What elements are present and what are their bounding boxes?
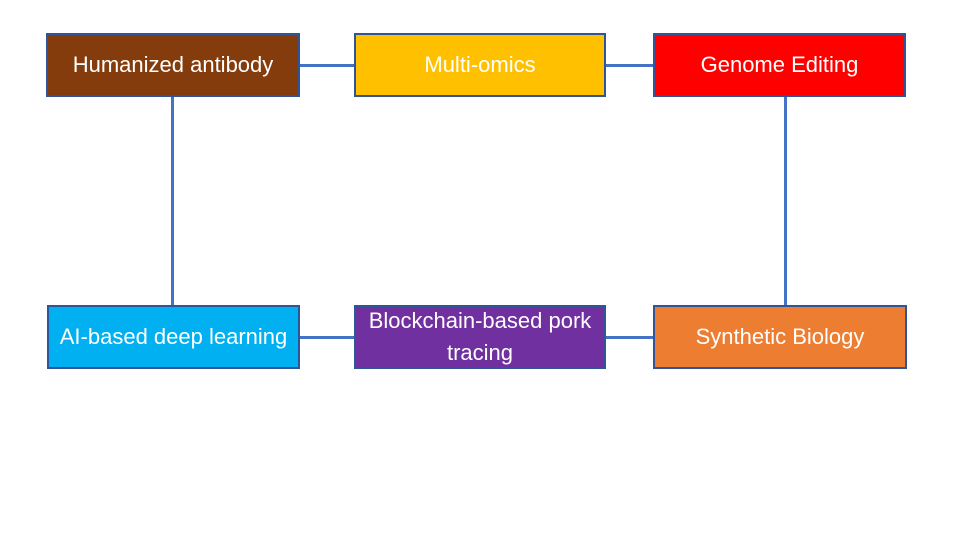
node-label: Multi-omics bbox=[424, 52, 536, 77]
node-label: Blockchain-based pork tracing bbox=[368, 308, 592, 365]
node-multi-omics: Multi-omics bbox=[354, 33, 606, 97]
connector-ai-deep-learning-blockchain bbox=[300, 336, 354, 339]
connector-humanized-antibody-ai-deep-learning bbox=[171, 97, 174, 305]
node-synthetic-biology: Synthetic Biology bbox=[653, 305, 907, 369]
node-label: AI-based deep learning bbox=[59, 324, 288, 349]
connector-genome-editing-synthetic-biology bbox=[784, 97, 787, 305]
node-genome-editing: Genome Editing bbox=[653, 33, 906, 97]
node-label: Genome Editing bbox=[700, 52, 859, 77]
node-humanized-antibody: Humanized antibody bbox=[46, 33, 300, 97]
node-ai-deep-learning: AI-based deep learning bbox=[47, 305, 300, 369]
node-label: Humanized antibody bbox=[72, 52, 274, 77]
connector-humanized-antibody-multi-omics bbox=[300, 64, 354, 67]
node-label: Synthetic Biology bbox=[695, 324, 865, 349]
connector-multi-omics-genome-editing bbox=[606, 64, 653, 67]
connector-blockchain-synthetic-biology bbox=[606, 336, 653, 339]
node-blockchain-pork-tracing: Blockchain-based pork tracing bbox=[354, 305, 606, 369]
